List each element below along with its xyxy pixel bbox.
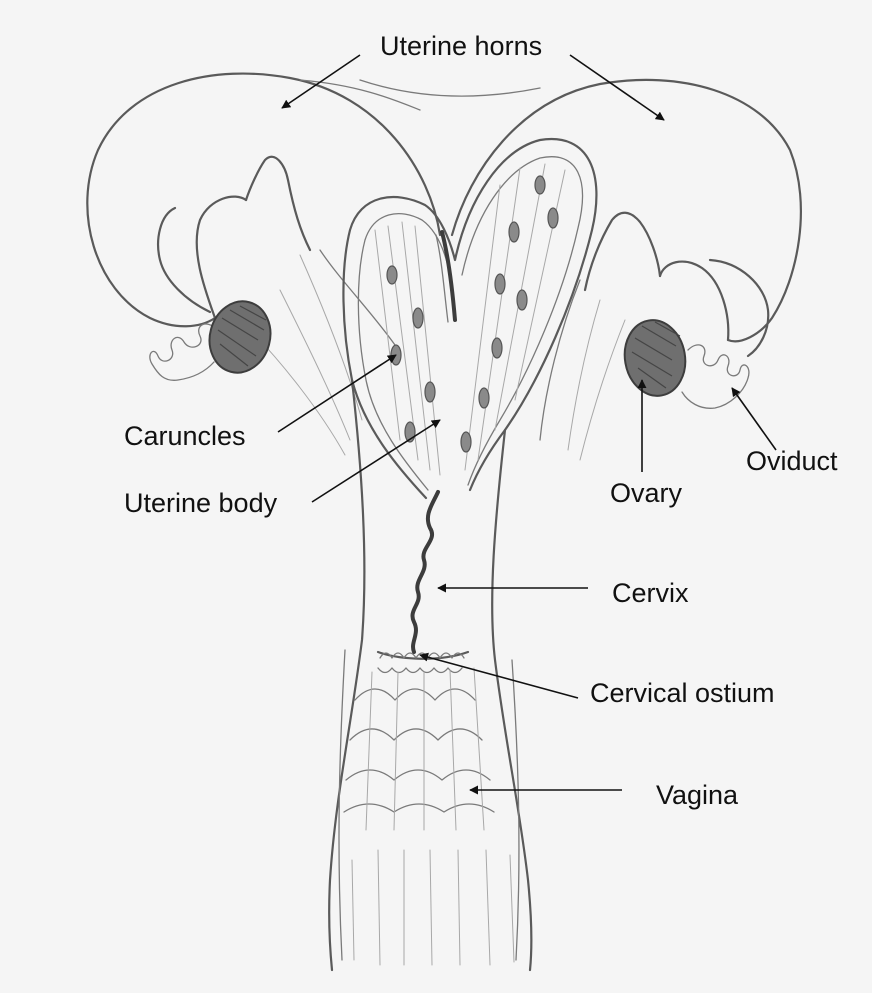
label-uterine-body: Uterine body bbox=[124, 490, 277, 517]
label-ovary: Ovary bbox=[610, 480, 682, 507]
label-uterine-horns: Uterine horns bbox=[380, 33, 542, 60]
right-ovary bbox=[619, 315, 691, 400]
left-ovary bbox=[202, 294, 279, 379]
left-uterine-horn bbox=[87, 74, 440, 455]
vagina-folds bbox=[344, 668, 514, 965]
label-cervical-ostium: Cervical ostium bbox=[590, 680, 775, 707]
cervix-canal bbox=[412, 492, 438, 652]
left-oviduct bbox=[150, 324, 218, 380]
label-caruncles: Caruncles bbox=[124, 423, 246, 450]
label-cervix: Cervix bbox=[612, 580, 689, 607]
label-vagina: Vagina bbox=[656, 782, 738, 809]
arrow-caruncles bbox=[278, 355, 396, 432]
label-oviduct: Oviduct bbox=[746, 448, 838, 475]
arrow-oviduct bbox=[732, 388, 776, 450]
